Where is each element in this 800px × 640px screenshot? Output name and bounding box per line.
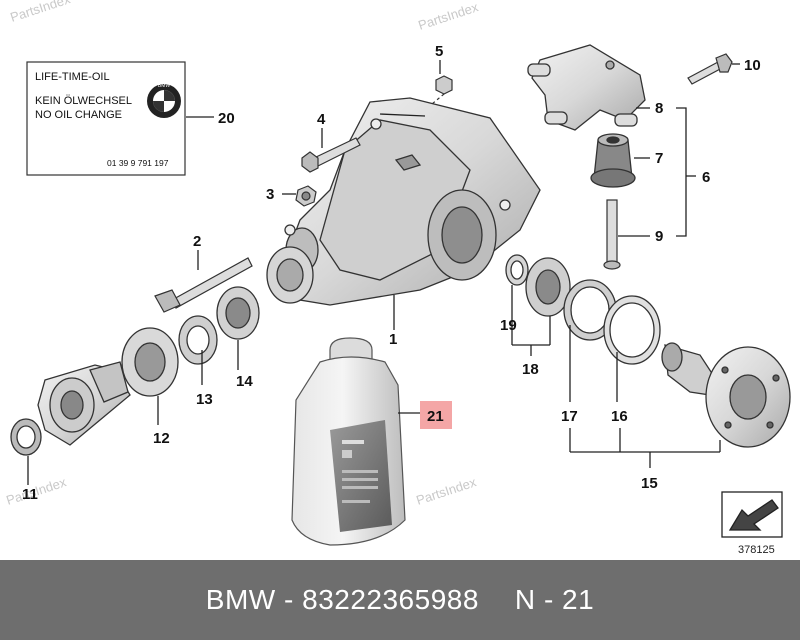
label-line-3: NO OIL CHANGE — [35, 109, 122, 121]
callout-9[interactable]: 9 — [655, 228, 663, 245]
seal-part-19 — [505, 254, 529, 286]
footer-position-prefix: N — [514, 584, 536, 615]
bmw-logo-icon: BMW — [147, 83, 181, 118]
label-code: 01 39 9 791 197 — [107, 158, 169, 168]
label-line-2: KEIN ÖLWECHSEL — [35, 95, 132, 107]
output-flange — [661, 342, 791, 448]
callout-12[interactable]: 12 — [153, 430, 170, 447]
bmw-logo-text: BMW — [158, 83, 171, 89]
callout-21[interactable]: 21 — [427, 408, 444, 425]
callout-18[interactable]: 18 — [522, 361, 539, 378]
footer-position: 21 — [562, 584, 595, 615]
watermark-text: PartsIndex — [8, 0, 72, 25]
footer-separator: - — [284, 584, 294, 615]
bolt-part-2 — [154, 257, 253, 313]
bearing-part-18 — [525, 257, 571, 317]
ring-part-13 — [121, 327, 179, 397]
callout-3[interactable]: 3 — [266, 186, 274, 203]
callout-7[interactable]: 7 — [655, 150, 663, 167]
bolt-part-4 — [301, 137, 361, 173]
shim-ring-part-17 — [563, 279, 617, 341]
seal-part-11 — [10, 418, 42, 456]
rubber-mount-part-7 — [590, 133, 636, 188]
leader-lines — [27, 60, 740, 485]
highlighted-callout-box — [420, 401, 452, 429]
part-info-footer: BMW - 83222365988 N - 21 — [0, 560, 800, 640]
pinion-bearing — [266, 246, 314, 304]
differential-housing — [284, 97, 541, 306]
callout-5[interactable]: 5 — [435, 43, 443, 60]
bearing-part-14 — [216, 286, 260, 340]
watermark-text: PartsIndex — [416, 0, 480, 33]
callout-2[interactable]: 2 — [193, 233, 201, 250]
label-line-1: LIFE-TIME-OIL — [35, 71, 110, 83]
footer-brand: BMW — [205, 584, 276, 615]
footer-part-number: 83222365988 — [302, 584, 479, 615]
input-flange-part-12 — [37, 361, 131, 446]
shaft-seal-part-13 — [178, 315, 218, 365]
callout-1[interactable]: 1 — [389, 331, 397, 348]
callout-20[interactable]: 20 — [218, 110, 235, 127]
life-time-oil-label: LIFE-TIME-OIL KEIN ÖLWECHSEL NO OIL CHAN… — [26, 61, 186, 176]
parts-diagram: PartsIndex PartsIndex PartsIndex PartsIn… — [4, 0, 791, 556]
callout-17[interactable]: 17 — [561, 408, 578, 425]
watermark-text: PartsIndex — [414, 474, 478, 508]
callout-10[interactable]: 10 — [744, 57, 761, 74]
footer-separator: - — [543, 584, 554, 615]
mount-bracket-part-8 — [527, 44, 646, 131]
oil-bottle-part-21 — [291, 337, 406, 546]
diagram-number: 378125 — [738, 544, 775, 556]
gasket-part-16 — [603, 295, 661, 365]
callout-6[interactable]: 6 — [702, 169, 710, 186]
callout-8[interactable]: 8 — [655, 100, 663, 117]
nut-part-3 — [295, 185, 317, 207]
diagram-reference-icon — [721, 491, 783, 538]
callout-13[interactable]: 13 — [196, 391, 213, 408]
callout-19[interactable]: 19 — [500, 317, 517, 334]
callout-14[interactable]: 14 — [236, 373, 253, 390]
bolt-part-9 — [603, 199, 621, 270]
nut-part-5 — [431, 75, 453, 105]
callout-15[interactable]: 15 — [641, 475, 658, 492]
callout-11[interactable]: 11 — [22, 486, 38, 503]
callout-16[interactable]: 16 — [611, 408, 628, 425]
bolt-part-10 — [687, 53, 733, 85]
callout-4[interactable]: 4 — [317, 111, 326, 128]
callout-numbers: 1 2 3 4 5 6 7 8 9 10 11 12 13 14 15 16 1… — [22, 43, 761, 503]
